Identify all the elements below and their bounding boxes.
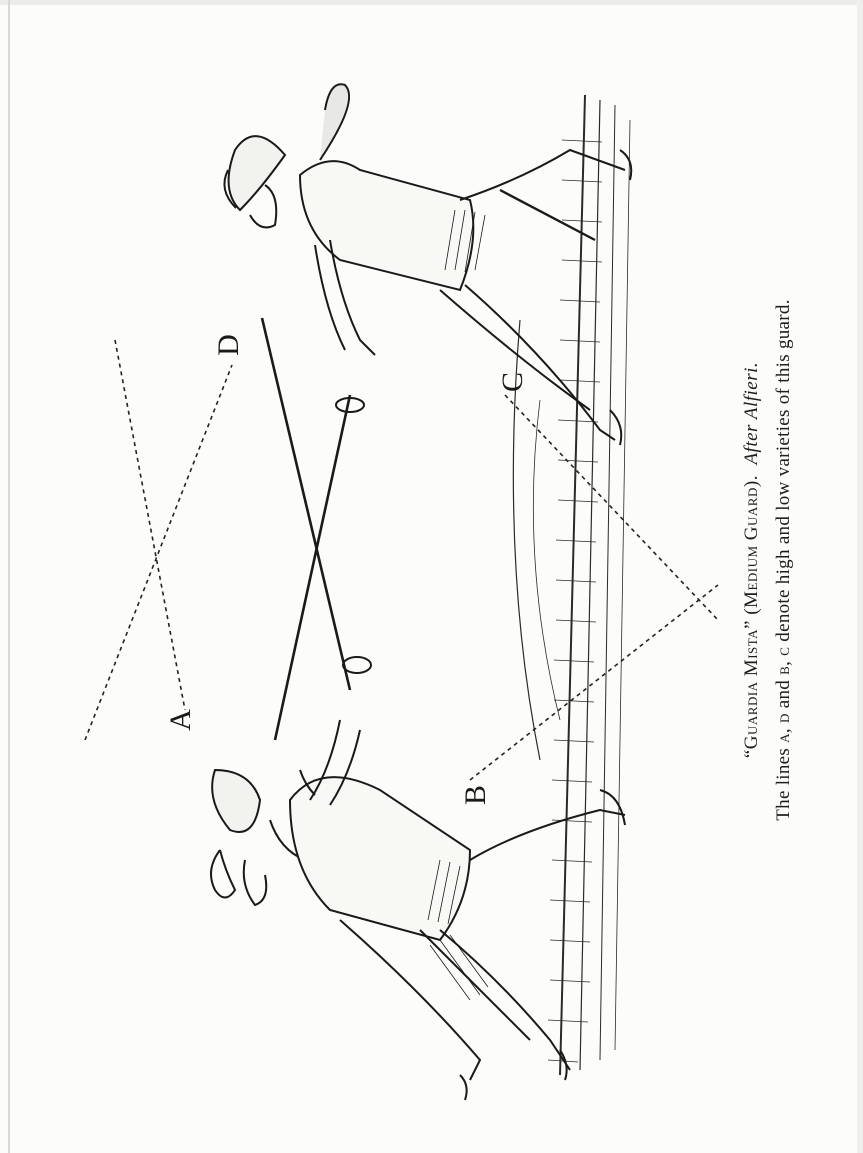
caption-note-c: c xyxy=(773,647,794,656)
fencer-top xyxy=(224,84,631,445)
label-d: D xyxy=(212,334,245,356)
caption-note-and: and xyxy=(773,680,794,708)
caption-quote-open: “ xyxy=(741,749,762,758)
upper-sword xyxy=(262,318,350,690)
caption-note-d: d xyxy=(773,713,794,723)
swords xyxy=(262,318,350,740)
caption-note-a: a xyxy=(773,733,794,743)
ground xyxy=(513,95,630,1075)
caption-guard-name: Guardia Mista xyxy=(741,629,762,749)
lower-guard xyxy=(343,657,371,673)
caption-note-prefix: The lines xyxy=(773,748,794,821)
caption-quote-close: ” xyxy=(741,620,762,629)
caption-note-b: b xyxy=(773,666,794,675)
line-b-c-low xyxy=(470,585,718,780)
caption-note: The lines a, d and b, c denote high and … xyxy=(773,280,795,840)
figure-caption: “Guardia Mista” (Medium Guard). After Al… xyxy=(741,280,795,840)
lower-sword xyxy=(275,395,350,740)
caption-guard-translation: (Medium Guard). xyxy=(741,475,762,615)
line-a-to-high xyxy=(115,340,185,710)
label-b: B xyxy=(459,785,492,805)
caption-title: “Guardia Mista” (Medium Guard). After Al… xyxy=(741,280,763,840)
label-c: C xyxy=(496,372,529,392)
line-a-d-cross xyxy=(85,365,232,740)
caption-attribution: After Alfieri. xyxy=(741,362,762,465)
fencer-bottom xyxy=(211,720,625,1100)
caption-note-rest: denote high and low varieties of this gu… xyxy=(773,299,794,641)
label-a: A xyxy=(164,709,197,731)
